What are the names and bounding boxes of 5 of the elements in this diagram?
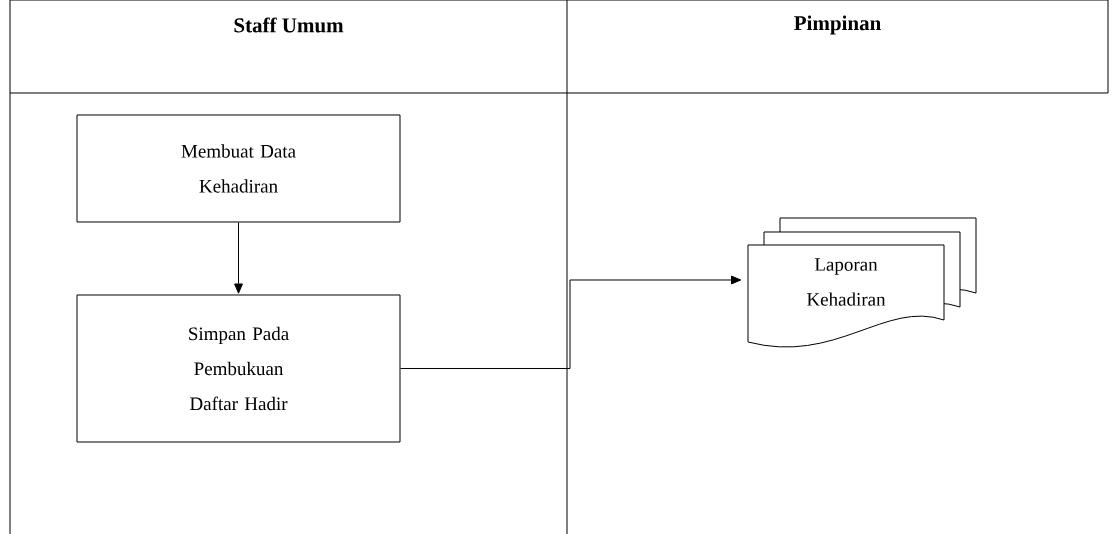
process-box: Membuat Data Kehadiran xyxy=(76,114,401,223)
arrow xyxy=(400,275,742,369)
document-stack: Laporan Kehadiran xyxy=(747,217,977,348)
arrow xyxy=(234,222,243,294)
process-box: Simpan Pada Pembukuan Daftar Hadir xyxy=(76,294,401,443)
